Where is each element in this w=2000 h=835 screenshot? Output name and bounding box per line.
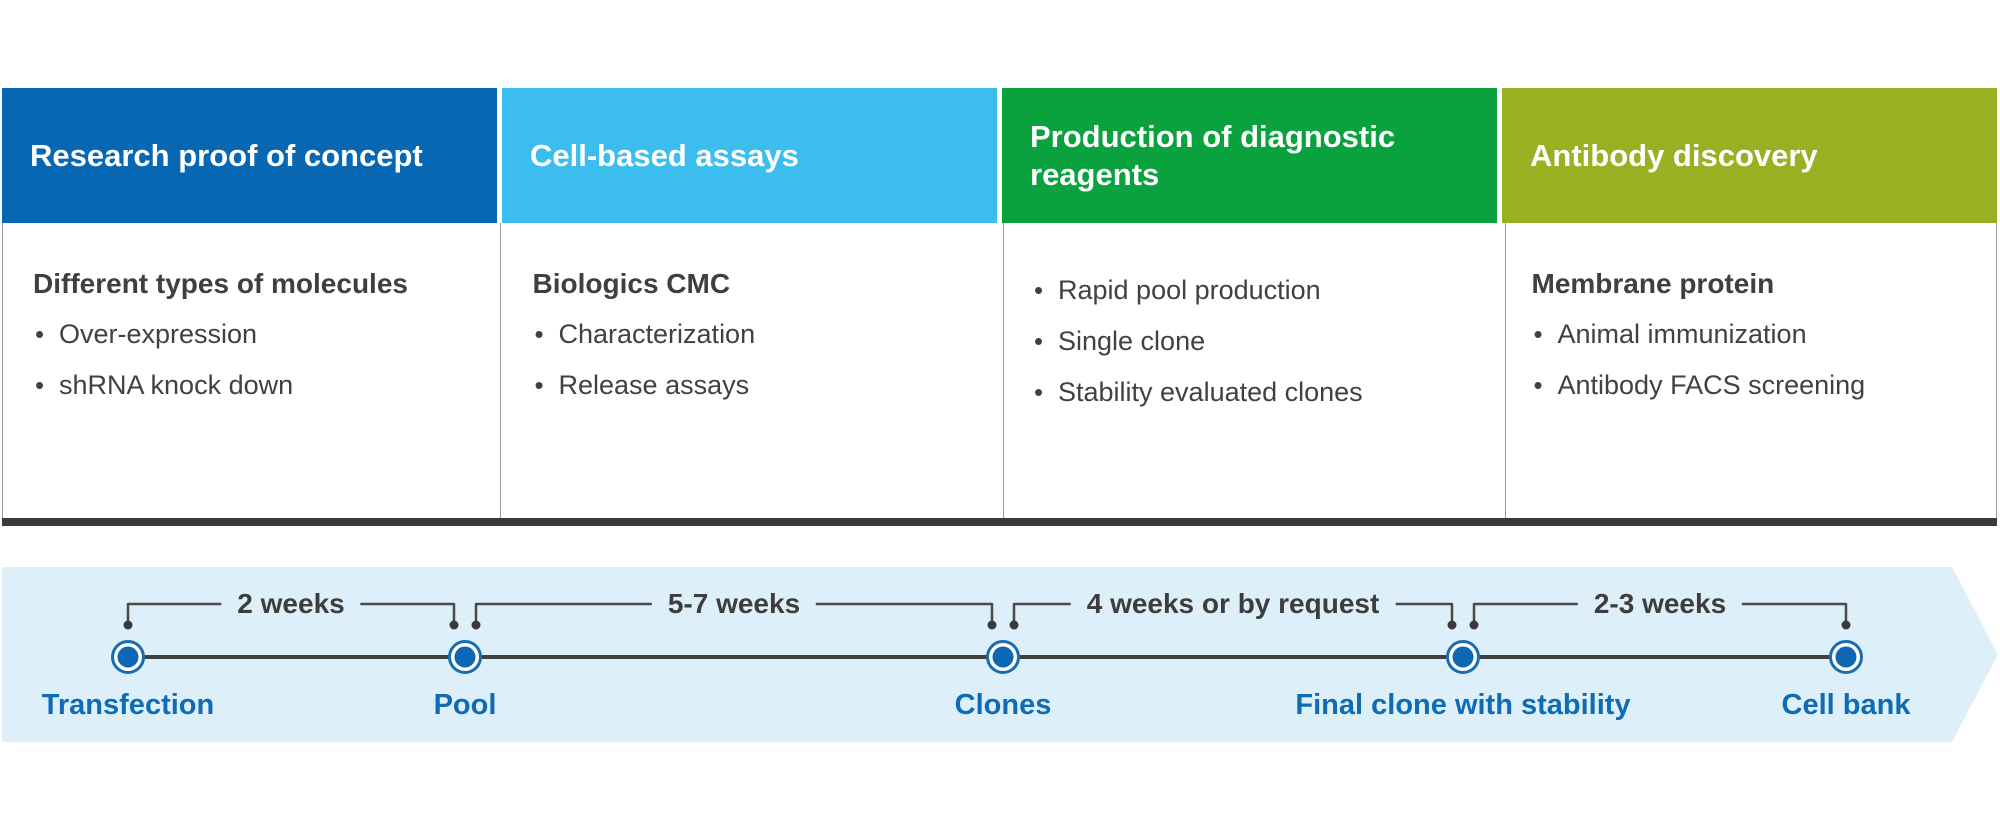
bullet-item: Release assays [533, 360, 972, 411]
stage-body-heading: Membrane protein [1531, 268, 1775, 299]
duration-label: 4 weeks or by request [1070, 586, 1396, 622]
stage-bullet-list: Over-expressionshRNA knock down [33, 309, 472, 411]
duration-label: 5-7 weeks [651, 586, 817, 622]
bracket-dot [471, 620, 481, 630]
bullet-item: Over-expression [33, 309, 472, 360]
bullet-item: Rapid pool production [1032, 265, 1471, 316]
stage-bodies-row: Different types of moleculesOver-express… [2, 223, 1997, 518]
column-divider [1003, 223, 1004, 518]
stage-header-antibody-discovery: Antibody discovery [1502, 88, 1997, 223]
stage-header-production-of-diagnostic-reagents: Production of diagnostic reagents [1002, 88, 1497, 223]
stage-header-research-proof-of-concept: Research proof of concept [2, 88, 497, 223]
bracket-dot [1841, 620, 1851, 630]
stage-body-research-proof-of-concept: Different types of moleculesOver-express… [3, 223, 498, 518]
table-bottom-rule [2, 518, 1997, 526]
milestone-node [454, 646, 476, 668]
stage-bullet-list: Rapid pool productionSingle cloneStabili… [1032, 265, 1471, 418]
stage-body-production-of-diagnostic-reagents: Rapid pool productionSingle cloneStabili… [1002, 223, 1497, 518]
bracket-dot [1469, 620, 1479, 630]
column-divider [500, 223, 501, 518]
stage-bullet-list: CharacterizationRelease assays [533, 309, 972, 411]
stage-body-heading: Different types of molecules [33, 268, 408, 299]
duration-label: 2-3 weeks [1577, 586, 1743, 622]
bullet-item: shRNA knock down [33, 360, 472, 411]
process-stages-table: Research proof of concept Cell-based assa… [2, 88, 1997, 526]
bullet-item: Antibody FACS screening [1532, 360, 1971, 411]
column-divider [1505, 223, 1506, 518]
timeline-band: 2 weeks 5-7 weeks 4 weeks or by request 2-3… [2, 567, 1998, 742]
milestone-node [117, 646, 139, 668]
milestone-label-clones: Clones [954, 689, 1052, 721]
bracket-dot [449, 620, 459, 630]
stage-title: Research proof of concept [30, 137, 423, 173]
milestone-label-cell-bank: Cell bank [1781, 689, 1911, 721]
stage-header-cell-based-assays: Cell-based assays [502, 88, 997, 223]
stage-bullet-list: Animal immunizationAntibody FACS screeni… [1532, 309, 1971, 411]
stage-title: Antibody discovery [1530, 137, 1818, 173]
milestone-label-transfection: Transfection [41, 689, 215, 721]
bullet-item: Characterization [533, 309, 972, 360]
milestone-label-pool: Pool [433, 689, 497, 721]
milestone-label-final-clone-with-stability: Final clone with stability [1295, 689, 1631, 721]
bullet-item: Single clone [1032, 316, 1471, 367]
stage-body-antibody-discovery: Membrane proteinAnimal immunizationAntib… [1502, 223, 1997, 518]
stage-title: Cell-based assays [530, 137, 799, 173]
milestone-node [992, 646, 1014, 668]
stage-title: Production of diagnostic reagents [1030, 118, 1396, 192]
duration-label: 2 weeks [221, 586, 361, 622]
stage-body-cell-based-assays: Biologics CMC CharacterizationRelease ass… [503, 223, 998, 518]
stage-body-heading: Biologics CMC [532, 268, 731, 299]
bracket-dot [123, 620, 133, 630]
bullet-item: Animal immunization [1532, 309, 1971, 360]
bracket-dot [1447, 620, 1457, 630]
milestone-node [1452, 646, 1474, 668]
bracket-dot [987, 620, 997, 630]
stage-headers-row: Research proof of concept Cell-based assa… [2, 88, 1997, 223]
bullet-item: Stability evaluated clones [1032, 367, 1471, 418]
bracket-dot [1009, 620, 1019, 630]
milestone-node [1835, 646, 1857, 668]
